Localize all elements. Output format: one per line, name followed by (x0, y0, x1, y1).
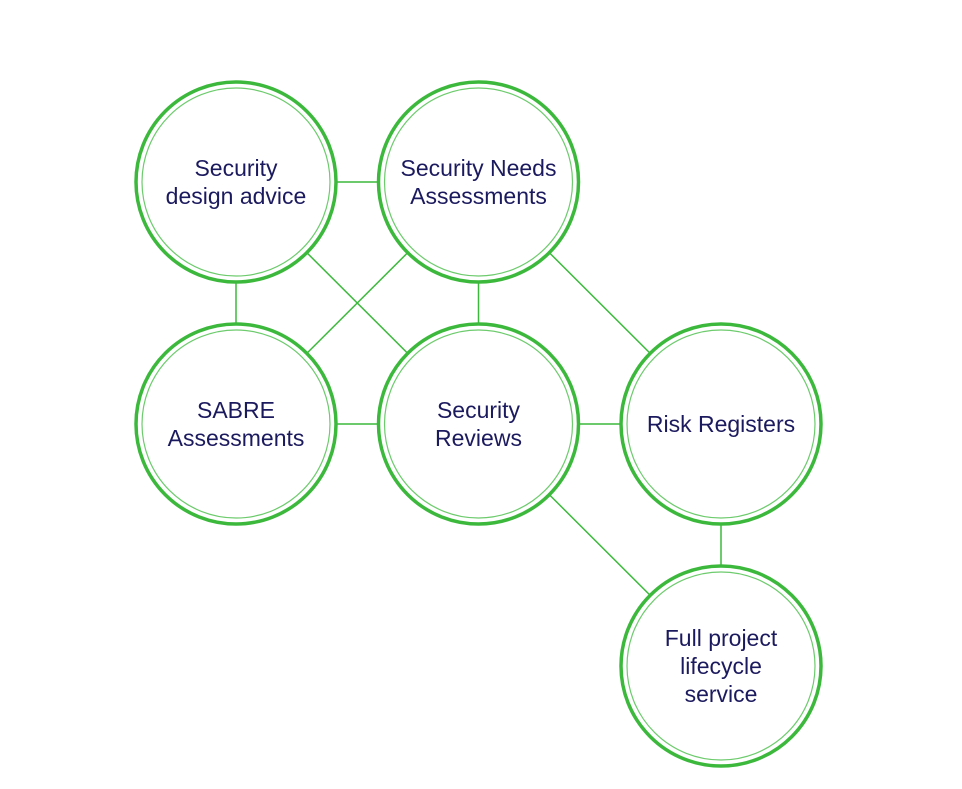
node-label-reviews: Security Reviews (435, 397, 522, 451)
node-inner-ring (383, 329, 574, 519)
edge-needs-sabre (306, 252, 409, 354)
node-label-needs: Security Needs Assessments (400, 155, 557, 209)
node-outer-ring (619, 322, 823, 526)
node-outer-ring (134, 322, 338, 526)
node-label-risk: Risk Registers (646, 411, 796, 437)
node-needs (376, 80, 581, 284)
nodes-layer (134, 80, 823, 768)
node-sabre (134, 322, 338, 526)
node-inner-ring (141, 87, 331, 277)
node-design (134, 80, 338, 284)
node-inner-ring (626, 571, 816, 761)
node-full (619, 564, 823, 768)
node-inner-ring (626, 329, 816, 519)
edges-layer (235, 181, 722, 596)
node-label-full: Full project lifecycle service (664, 625, 778, 707)
edge-reviews-full (548, 494, 651, 596)
node-outer-ring (376, 80, 581, 284)
edge-needs-risk (548, 252, 651, 354)
node-inner-ring (141, 329, 331, 519)
node-inner-ring (383, 87, 574, 277)
node-outer-ring (619, 564, 823, 768)
node-outer-ring (376, 322, 581, 526)
node-outer-ring (134, 80, 338, 284)
node-risk (619, 322, 823, 526)
node-label-design: Security design advice (165, 155, 307, 209)
node-label-sabre: SABRE Assessments (167, 397, 305, 451)
node-reviews (376, 322, 581, 526)
